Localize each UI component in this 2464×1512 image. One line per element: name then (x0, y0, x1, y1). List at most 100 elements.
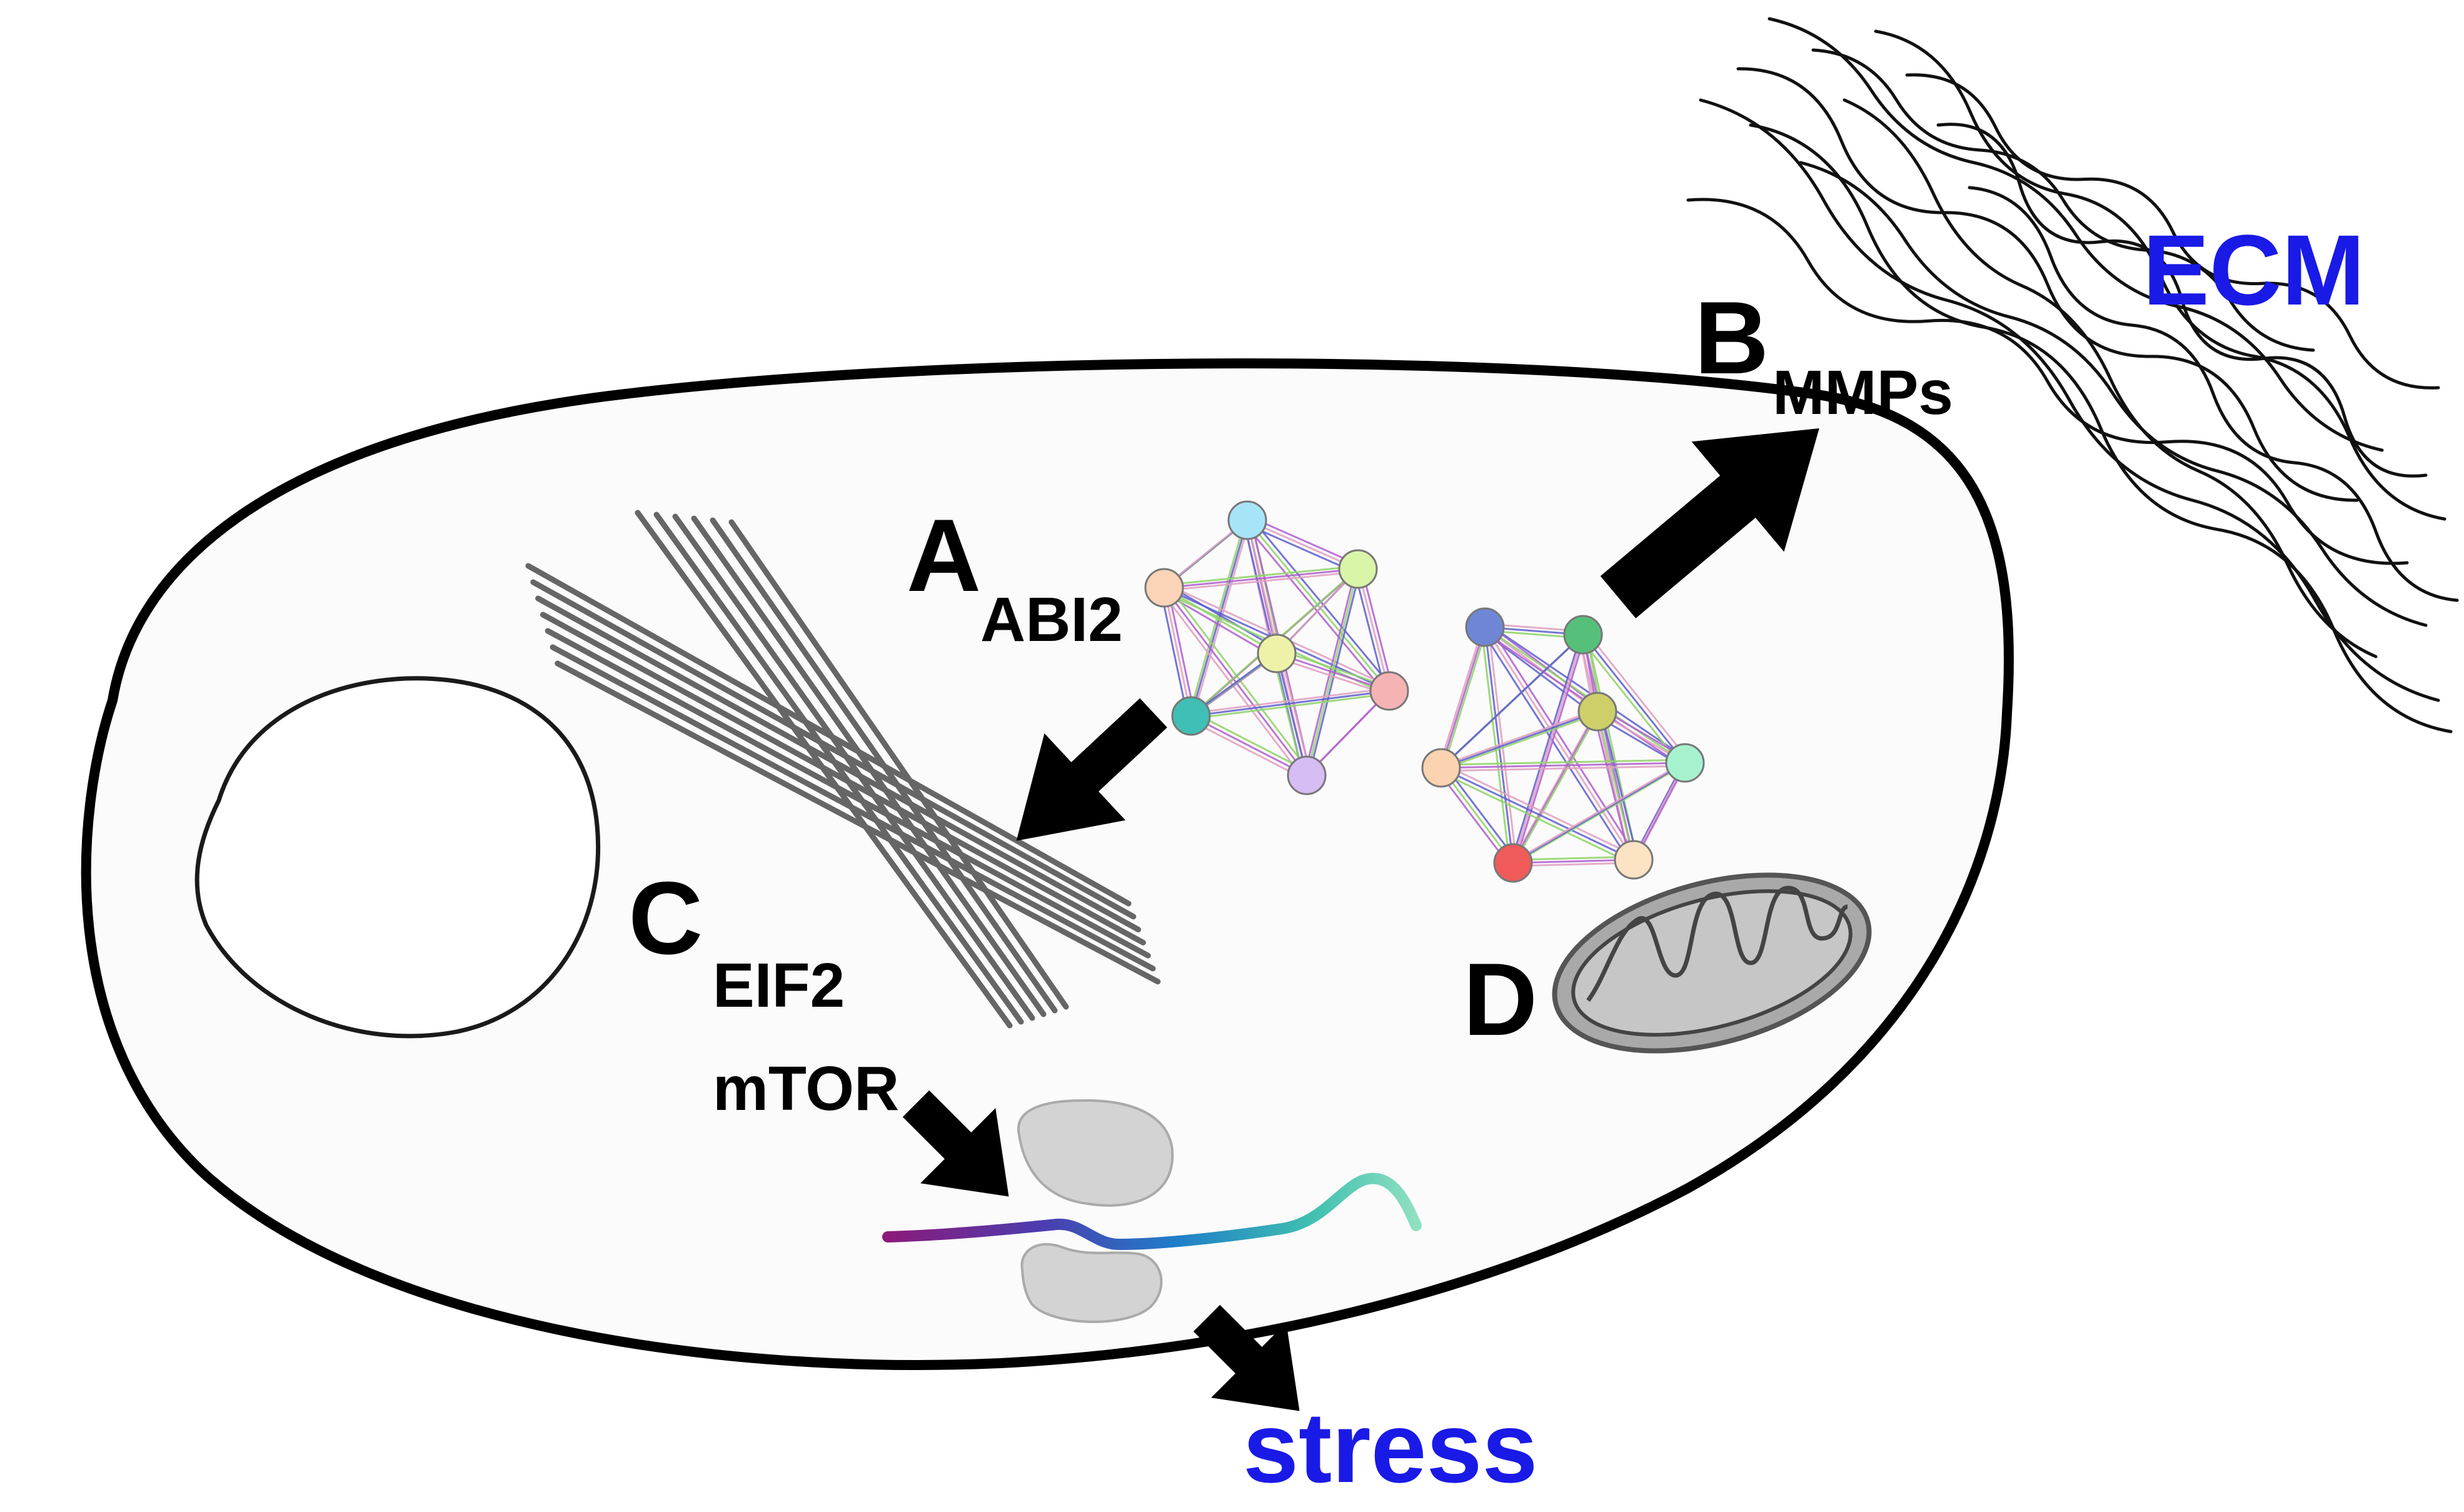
collagen-fiber (1686, 198, 2409, 565)
network-edge (1440, 627, 1486, 769)
arrow-c-to-ribosome (902, 1090, 1009, 1197)
network-node (1465, 607, 1505, 647)
network-node (1144, 568, 1184, 608)
label-a: A (907, 498, 981, 613)
collagen-fiber (1811, 48, 2315, 352)
network-edge (1509, 765, 1682, 867)
network-edge (1187, 523, 1245, 720)
label-c-mtor: mTOR (713, 1054, 899, 1124)
network-edge (1437, 770, 1511, 867)
network-edge (1481, 629, 1682, 767)
network-edge (1243, 523, 1387, 695)
label-a-abi2: ABI2 (980, 585, 1123, 655)
ecm-label: ECM (2143, 214, 2365, 326)
network-edge (1582, 634, 1686, 764)
collagen-fiber (1968, 186, 2459, 602)
network-edge (1585, 631, 1689, 760)
collagen-fiber (1768, 17, 2384, 452)
network-edge (1194, 712, 1310, 774)
collagen-fiber (1936, 123, 2428, 478)
network-edge (1190, 690, 1390, 717)
network-edge (1160, 590, 1189, 720)
network-edge (1599, 708, 1638, 857)
network-edge (1160, 571, 1355, 592)
network-edge (1441, 710, 1598, 769)
network-edge (1437, 630, 1483, 772)
network-edge (1484, 626, 1686, 764)
network-edge (1276, 652, 1390, 692)
actin-filament (530, 579, 1137, 920)
actin-filament (555, 660, 1161, 985)
collagen-fiber (1699, 98, 2440, 702)
network-edge (1487, 623, 1517, 860)
network-node (1287, 755, 1327, 795)
network-node (1171, 696, 1211, 736)
network-node (1665, 743, 1705, 783)
network-node (1563, 615, 1603, 655)
network-edge (1487, 623, 1689, 761)
actin-filament (545, 628, 1151, 959)
network-edge (1275, 653, 1308, 776)
network-edge (1512, 762, 1686, 864)
network-node (1577, 692, 1617, 732)
network-edge (1512, 634, 1584, 864)
actin-filament (635, 510, 1013, 1029)
network-edge (1187, 693, 1387, 720)
nucleus (194, 676, 601, 1039)
label-c: C (628, 860, 703, 975)
network-edge (1509, 714, 1596, 867)
collagen-fiber (1843, 98, 2378, 658)
network-edge (1596, 711, 1635, 860)
ribosome (1017, 1099, 1174, 1323)
network-edge (1166, 584, 1311, 773)
network-edge (1164, 587, 1277, 655)
network-node (1338, 549, 1378, 589)
network-edge (1167, 565, 1362, 586)
network-edge (1247, 519, 1359, 570)
label-d: D (1463, 942, 1537, 1057)
network-edge (1443, 623, 1489, 765)
label-b-mmps: MMPs (1773, 358, 1953, 428)
network-node (1369, 671, 1409, 711)
network-node (1493, 843, 1533, 883)
network-edge (1444, 764, 1637, 858)
arrow-b-to-ecm (1600, 428, 1819, 618)
network-node (1257, 633, 1297, 673)
network-edge (1164, 568, 1359, 589)
actin-filament (672, 513, 1035, 1021)
network-edge (1190, 715, 1307, 777)
network-edge (1593, 714, 1632, 864)
mrna-strand (882, 1172, 1422, 1251)
network-edge (1509, 637, 1581, 867)
label-c-eif2: EIF2 (713, 950, 845, 1021)
network-edge (1437, 765, 1682, 772)
collagen-fiber (1736, 67, 2359, 502)
network-node (1227, 500, 1267, 540)
network-edge (1481, 630, 1632, 864)
network-edge (1512, 711, 1599, 864)
actin-filament (653, 512, 1024, 1025)
network-node (1421, 748, 1461, 788)
network-edge (1515, 631, 1587, 860)
network-edge (1167, 583, 1280, 652)
label-b: B (1694, 280, 1769, 395)
cytoskeleton-filaments (525, 510, 1161, 1029)
network-edge (1246, 520, 1390, 692)
network-edge (1444, 707, 1601, 766)
collagen-fiber (1874, 29, 2446, 521)
protein-network-abi2 (1144, 500, 1409, 795)
actin-filament (728, 519, 1069, 1010)
network-edge (1357, 568, 1390, 692)
network-edge (1194, 687, 1393, 714)
network-edge (1441, 767, 1634, 861)
protein-network-mmps (1421, 607, 1705, 883)
collagen-fiber (1799, 161, 2428, 627)
network-edge (1516, 759, 1689, 861)
network-edge (1444, 759, 1689, 766)
mitochondrion (1552, 872, 1872, 1054)
network-edge (1441, 762, 1686, 769)
network-edge (1187, 718, 1304, 780)
network-edge (1487, 623, 1601, 710)
network-edge (1487, 623, 1638, 857)
network-edge (1512, 859, 1634, 864)
